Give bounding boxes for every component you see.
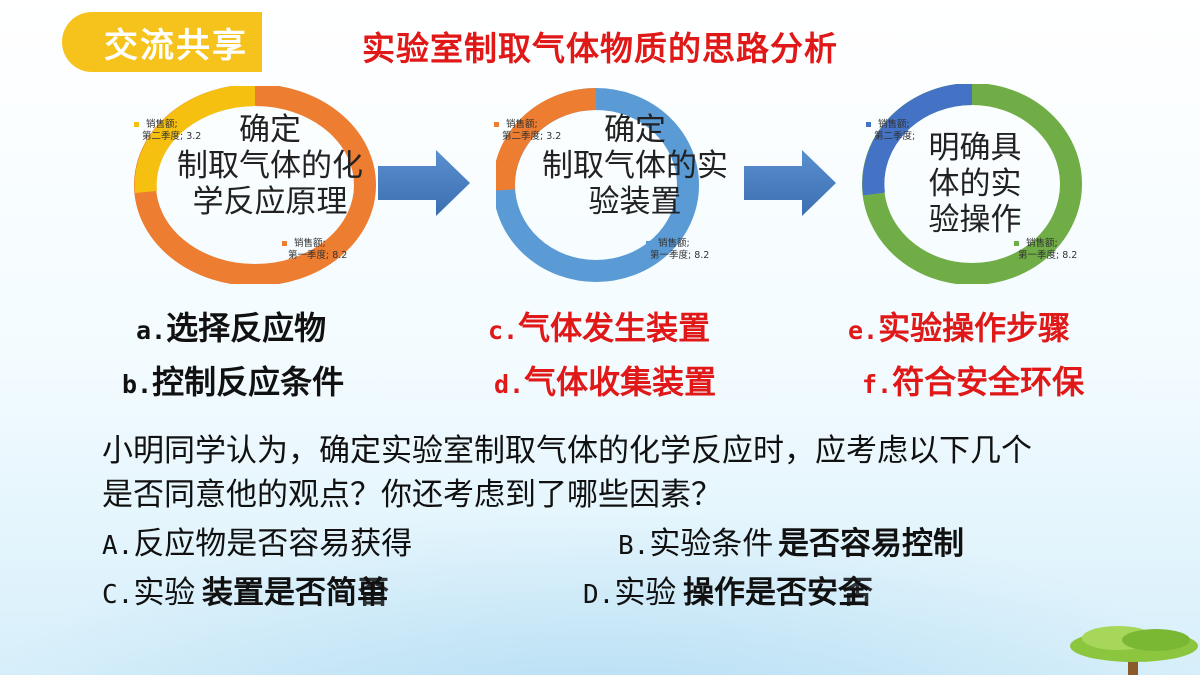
arrow-right-icon	[744, 150, 836, 216]
donut-1-line-2: 制取气体的化	[177, 148, 363, 184]
donut-3-center-text: 明确具 体的实 验操作	[905, 130, 1045, 238]
donut-3-line-2: 体的实	[928, 166, 1022, 202]
step-d: d.气体收集装置	[494, 363, 717, 401]
section-badge	[62, 12, 262, 72]
option-a: A.反应物是否容易获得	[102, 526, 413, 562]
donut-3-segment-q2	[862, 84, 973, 196]
slide-title: 实验室制取气体物质的思路分析	[362, 29, 838, 68]
step-c: c.气体发生装置	[488, 309, 711, 347]
legend-swatch	[646, 241, 651, 246]
donut-2-legend-top: 销售额; 第二季度; 3.2	[494, 119, 561, 143]
donut-2-segment-q2	[496, 87, 597, 191]
option-b-overlay: 是否容易控制	[778, 526, 964, 562]
option-c: C.实验	[102, 575, 196, 611]
donut-1-legend-top: 销售额; 第二季度; 3.2	[134, 119, 201, 143]
donut-1-center-text: 确定 制取气体的化 学反应原理	[155, 112, 385, 220]
legend-swatch	[282, 241, 287, 246]
arrow-right-icon	[378, 150, 470, 216]
legend-swatch	[866, 122, 871, 127]
donut-2-line-3: 验装置	[588, 184, 682, 220]
legend-swatch	[134, 122, 139, 127]
step-f: f.符合安全环保	[862, 363, 1085, 401]
donut-1-line-1: 确定	[239, 112, 301, 148]
step-e: e.实验操作步骤	[848, 309, 1071, 347]
donut-1-segment-q2	[134, 86, 256, 194]
section-badge-label: 交流共享	[104, 26, 248, 66]
donut-chart-1	[134, 86, 376, 284]
option-c-overlay-extra: 否	[358, 575, 389, 611]
step-a: a.选择反应物	[136, 309, 327, 347]
donut-3-legend-bottom: 销售额; 第一季度; 8.2	[1014, 238, 1077, 262]
option-c-overlay: 装置是否简单	[202, 575, 388, 611]
donut-3-line-3: 验操作	[928, 202, 1022, 238]
donut-1-legend-bottom: 销售额; 第一季度; 8.2	[282, 238, 347, 262]
legend-swatch	[494, 122, 499, 127]
donut-chart-2	[496, 87, 699, 282]
step-b: b.控制反应条件	[122, 363, 345, 401]
donut-3-legend-top: 销售额; 第二季度;	[866, 119, 915, 143]
legend-swatch	[1014, 241, 1019, 246]
option-d-overlay: 操作是否安全	[683, 575, 869, 611]
option-d: D.实验	[583, 575, 677, 611]
donut-2-line-1: 确定	[604, 112, 666, 148]
question-line-2: 是否同意他的观点？你还考虑到了哪些因素？	[102, 477, 722, 513]
donut-2-center-text: 确定 制取气体的实 验装置	[520, 112, 750, 220]
donut-2-legend-bottom: 销售额; 第一季度; 8.2	[646, 238, 709, 262]
tree-decoration-icon	[1070, 626, 1198, 675]
donut-chart-3	[862, 84, 1082, 284]
donut-2-line-2: 制取气体的实	[542, 148, 728, 184]
donut-1-line-3: 学反应原理	[192, 184, 348, 220]
option-d-overlay-extra: 否	[842, 575, 873, 611]
donut-3-line-1: 明确具	[928, 130, 1022, 166]
question-line-1: 小明同学认为，确定实验室制取气体的化学反应时，应考虑以下几个	[102, 433, 1032, 469]
option-b: B.实验条件	[618, 526, 774, 562]
